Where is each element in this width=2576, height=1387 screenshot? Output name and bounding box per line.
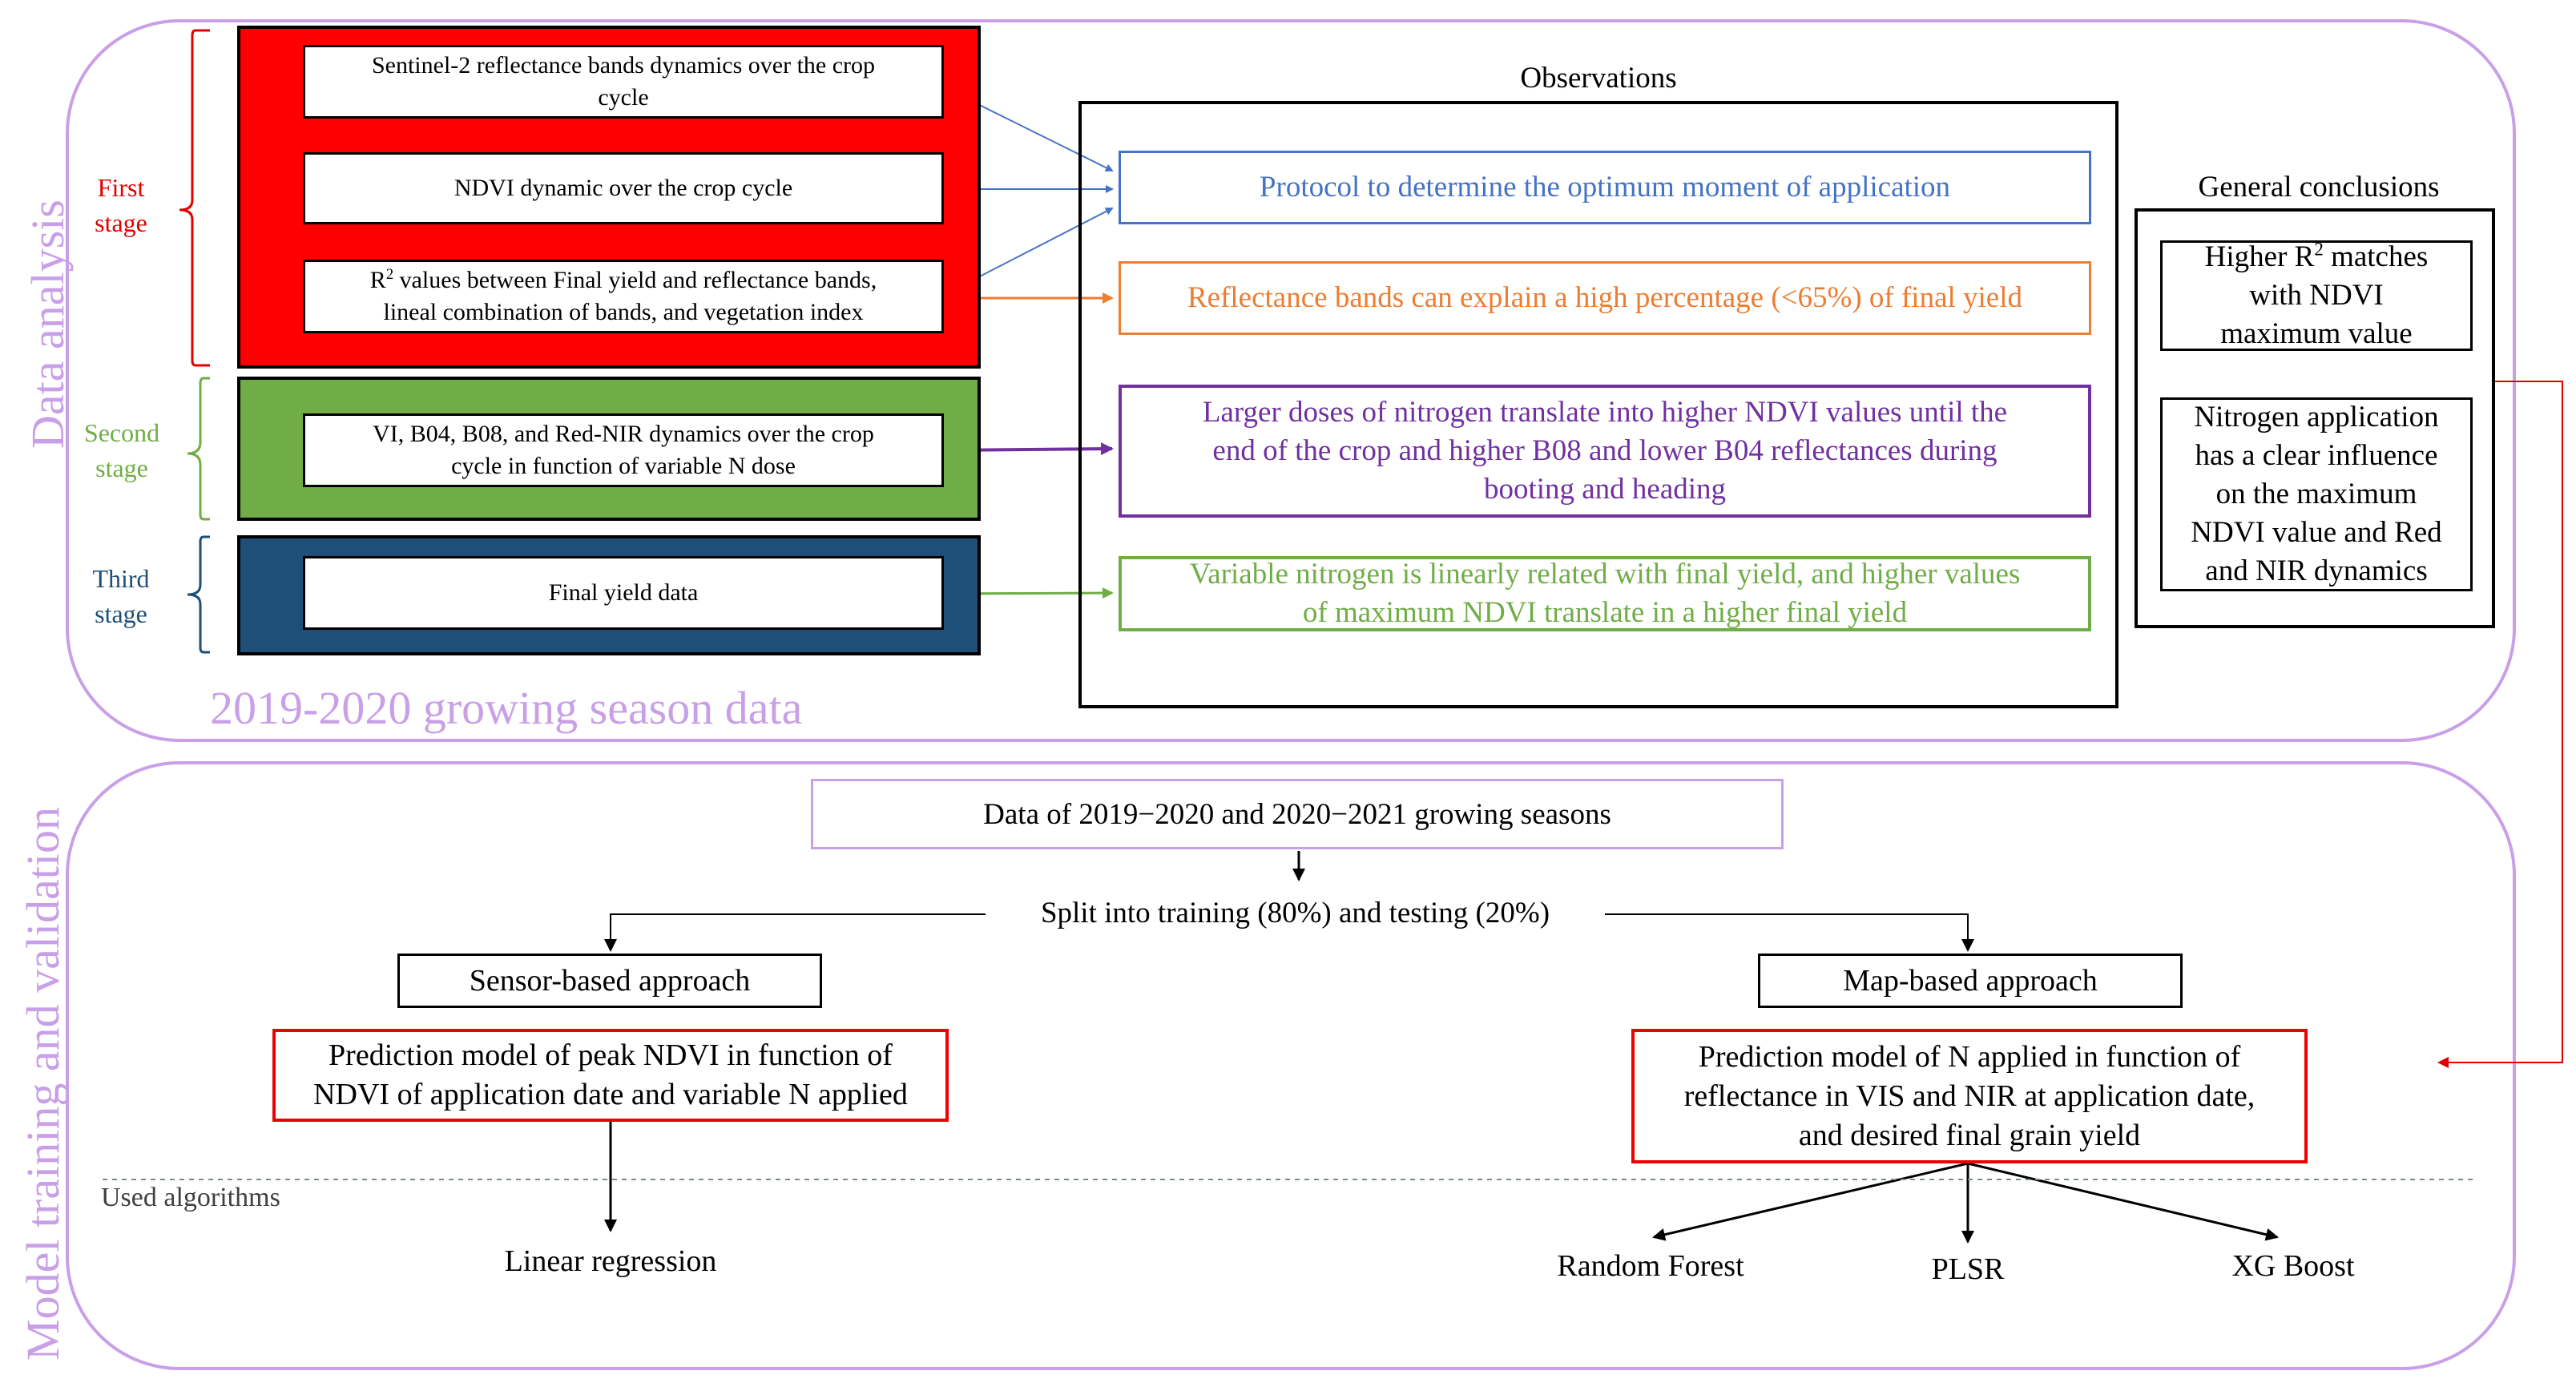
conclusions-frame [2135,208,2495,628]
third-stage-label: Third stage [92,564,150,628]
model-training-title: Model training and validation [17,806,69,1361]
plsr-label: PLSR [1931,1252,2005,1286]
final-yield-box: Final yield data [303,556,944,630]
arrow-map-to-xgboost [1967,1162,2279,1241]
arrow-conclusions-to-map-model [2437,381,2563,1068]
conclusion-nitrogen-influence: Nitrogen application has a clear influen… [2160,397,2473,591]
split-line-left [604,913,986,952]
vi-dynamics-box: VI, B04, B08, and Red-NIR dynamics over … [303,413,944,487]
observations-title: Observations [1520,62,1677,95]
r2-values-line2: lineal combination of bands, and vegetat… [383,299,864,325]
r2-values-line1: R2 values between Final yield and reflec… [369,266,877,293]
first-stage-brace [179,29,210,367]
arrow-map-to-random-forest [1652,1162,1969,1241]
data-analysis-title: Data analysis [22,200,74,449]
data-seasons-box: Data of 2019−2020 and 2020−2021 growing … [811,779,1784,849]
split-label: Split into training (80%) and testing (2… [1040,897,1550,929]
sensor-approach-box: Sensor-based approach [397,954,822,1008]
second-stage-label: Second stage [83,418,160,482]
observation-variable-nitrogen: Variable nitrogen is linearly related wi… [1119,556,2091,631]
sentinel-bands-box: Sentinel-2 reflectance bands dynamics ov… [303,45,944,119]
random-forest-label: Random Forest [1557,1249,1744,1283]
split-line-right [1605,913,1974,952]
map-approach-box: Map-based approach [1758,954,2183,1008]
observation-nitrogen-doses: Larger doses of nitrogen translate into … [1119,385,2091,518]
map-model-box: Prediction model of N applied in functio… [1631,1029,2308,1163]
season-data-label: 2019-2020 growing season data [210,682,803,734]
used-algorithms-label: Used algorithms [101,1183,280,1212]
linear-regression-label: Linear regression [504,1244,717,1278]
xgboost-label: XG Boost [2231,1249,2355,1283]
third-stage-brace [187,535,210,654]
model-training-panel [66,761,2516,1370]
r2-values-box: R2 values between Final yield and reflec… [303,260,944,333]
sensor-model-box: Prediction model of peak NDVI in functio… [272,1029,949,1122]
ndvi-dynamic-box: NDVI dynamic over the crop cycle [303,152,944,224]
conclusion-higher-r2: Higher R2 matches with NDVI maximum valu… [2160,240,2473,351]
observation-protocol: Protocol to determine the optimum moment… [1119,151,2091,224]
observation-reflectance: Reflectance bands can explain a high per… [1119,261,2091,335]
observations-frame [1078,101,2118,708]
first-stage-label: First stage [95,173,147,237]
conclusions-title: General conclusions [2198,171,2440,204]
second-stage-brace [187,377,210,521]
